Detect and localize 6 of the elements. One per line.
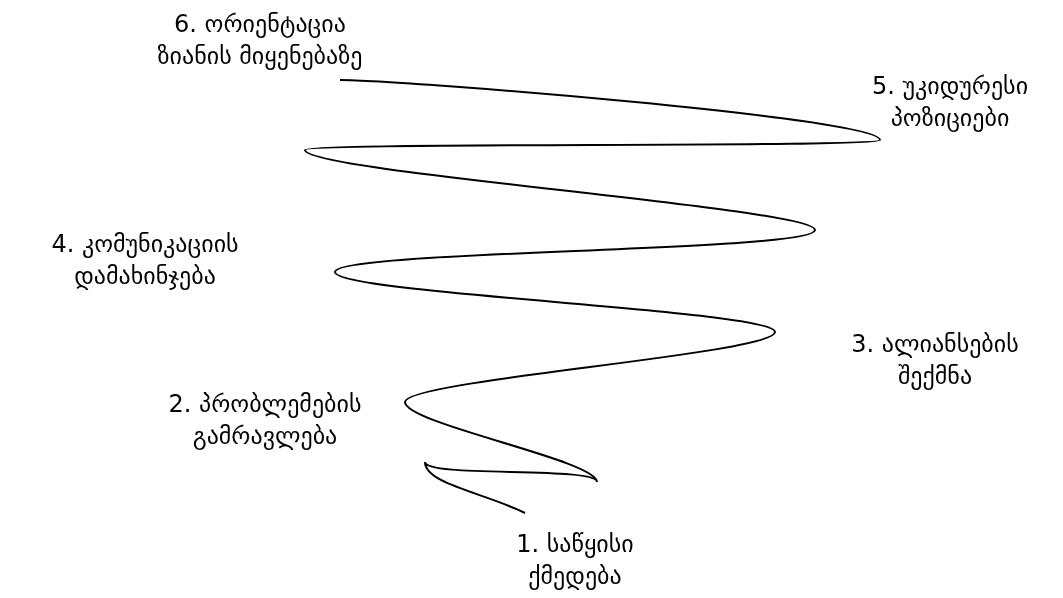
stage-label: 5. უკიდურესი პოზიციები [870, 71, 1030, 134]
stage-label: 4. კომუნიკაციის დამახინჯება [50, 229, 240, 292]
stage-label: 1. საწყისი ქმედება [515, 529, 635, 592]
stage-label: 6. ორიენტაცია ზიანის მიყენებაზე [156, 9, 364, 72]
stage-label: 2. პრობლემების გამრავლება [167, 389, 363, 452]
stage-label: 3. ალიანსების შექმნა [850, 329, 1020, 392]
